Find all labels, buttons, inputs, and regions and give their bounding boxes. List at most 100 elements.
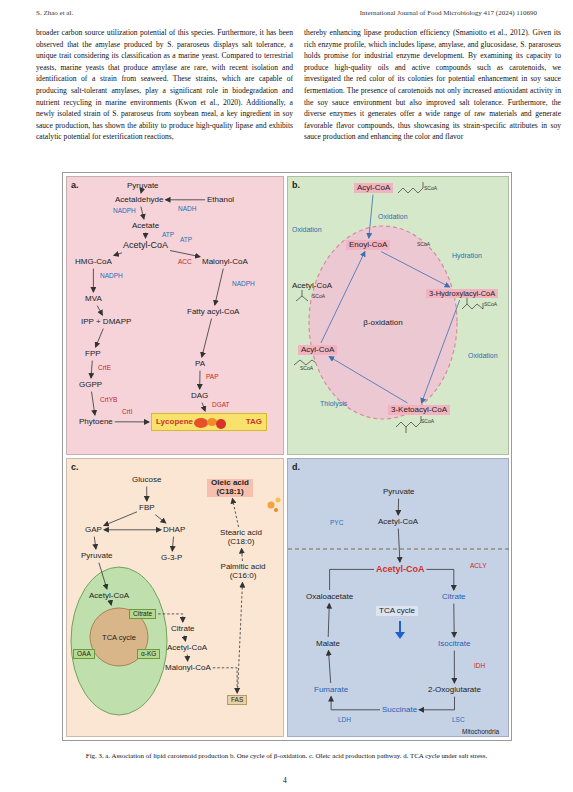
node-text: GAP	[85, 525, 102, 534]
node-text: Acetyl-CoA	[376, 564, 425, 574]
node-text: c.	[71, 462, 79, 473]
node-text: GGPP	[79, 380, 102, 389]
figure-caption: Fig. 3. a. Association of lipid caroteno…	[40, 752, 533, 759]
pathway-arrow	[241, 549, 243, 561]
node-text: Oleic acid (C18:1)	[211, 478, 249, 496]
droplet	[194, 418, 208, 428]
pathway-arrow	[92, 392, 95, 415]
pathway-arrow	[330, 569, 374, 590]
node-text: Pyruvate	[127, 181, 159, 190]
reaction-label: Hydration	[452, 252, 482, 260]
pathway-arrow	[398, 499, 399, 515]
cofactor-label: LDH	[338, 716, 351, 723]
enzyme-box: FAS	[227, 695, 247, 705]
metabolite-label: Acetyl-CoA	[167, 643, 207, 653]
node-text: Citrate	[133, 610, 152, 617]
enzyme-label: PAP	[206, 373, 219, 380]
pathway-arrow	[398, 529, 400, 562]
metabolite-label: HMG-CoA	[75, 257, 112, 267]
pathway-arrow	[381, 252, 449, 287]
pathway-arrow	[172, 537, 173, 551]
metabolite-label: PA	[195, 359, 205, 369]
pathway-arrow	[238, 583, 243, 693]
node-text: FPP	[85, 349, 101, 358]
pathway-arrow	[94, 537, 96, 549]
pathway-arrow	[158, 614, 183, 622]
node-text: β-oxidation	[363, 318, 402, 328]
metabolite-label: MVA	[85, 294, 102, 304]
pathway-arrow	[115, 421, 149, 422]
node-text: Acetate	[132, 221, 159, 230]
node-text: 2-Oxoglutarate	[428, 685, 481, 694]
pathway-arrow	[184, 636, 185, 641]
cycle-ellipse-shape	[309, 226, 457, 419]
body-paragraph: thereby enhancing lipase production effi…	[304, 27, 561, 143]
pathway-arrow	[104, 512, 137, 526]
pathway-arrow	[321, 252, 365, 343]
node-text: b.	[292, 180, 300, 191]
metabolite-label: FBP	[139, 503, 155, 513]
node-text: HMG-CoA	[75, 257, 112, 266]
pathway-arrow	[170, 251, 200, 257]
pathway-arrow	[97, 306, 102, 315]
node-text: Acetyl-CoA	[123, 240, 168, 250]
metabolite-label: Phytoene	[79, 417, 113, 427]
panel: c.GlucoseFBPGAPDHAPPyruvateG-3-POleic ac…	[66, 458, 284, 737]
metabolite-box: Enoyl-CoA	[346, 240, 390, 250]
node-text: DAG	[191, 391, 208, 400]
metabolite-label: Isocitrate	[438, 639, 470, 649]
pathway-arrow	[215, 269, 224, 305]
cofactor-label: NADH	[178, 205, 196, 212]
metabolite-box: Citrate	[129, 609, 156, 619]
metabolite-box: α-KG	[137, 649, 160, 659]
pathway-arrow	[453, 604, 454, 637]
cycle-ellipse: β-oxidation	[308, 225, 458, 420]
metabolite-label: Fatty acyl-CoA	[187, 307, 239, 317]
metabolite-label: Pyruvate	[127, 181, 159, 191]
cofactor-label: LSC	[452, 716, 465, 723]
node-text: G-3-P	[161, 553, 182, 562]
node-text: Fatty acyl-CoA	[187, 307, 239, 316]
metabolite-label: Citrate	[442, 592, 466, 602]
node-text: Stearic acid (C18:0)	[220, 528, 262, 546]
node-text: PA	[195, 359, 205, 368]
pathway-arrow	[199, 371, 200, 389]
metabolite-label: Pyruvate	[383, 487, 415, 497]
pathway-arrow	[427, 569, 454, 590]
metabolite-label: Pyruvate	[81, 551, 113, 561]
metabolite-label: Acetyl-CoA	[123, 240, 168, 251]
node-text: Acetyl-CoA	[167, 643, 207, 652]
pathway-arrow	[331, 697, 380, 710]
oil-droplet	[276, 498, 281, 503]
node-text: OAA	[77, 650, 91, 657]
metabolite-label: Stearic acid (C18:0)	[215, 529, 267, 547]
cofactor-label: NADPH	[232, 280, 255, 287]
metabolite-box: OAA	[73, 649, 95, 659]
metabolite-label: Succinate	[382, 705, 417, 715]
node-text: FAS	[231, 696, 243, 703]
running-head: International Journal of Food Microbiolo…	[237, 9, 537, 17]
enzyme-label: CrtI	[122, 408, 132, 415]
enzyme-label: CrtE	[98, 364, 111, 371]
pathway-arrow	[114, 253, 122, 256]
pathway-arrow	[146, 487, 147, 501]
pathway-arrow	[422, 300, 460, 403]
pathway-arrow	[110, 603, 112, 605]
metabolite-label: Ethanol	[207, 195, 234, 205]
node-text: Glucose	[132, 475, 161, 484]
skeletal-formulas	[294, 182, 483, 433]
metabolite-label: Malonyl-CoA	[202, 257, 248, 267]
group-label: SCoA	[417, 242, 430, 248]
metabolite-label: 2-Oxoglutarate	[428, 685, 481, 695]
node-text: Fumarate	[314, 685, 348, 694]
node-text: Phytoene	[79, 417, 113, 426]
node-text: d.	[292, 462, 300, 473]
pathway-arrow	[329, 357, 407, 403]
node-text: Acetyl-CoA	[89, 591, 129, 600]
node-text: TAG	[246, 417, 262, 427]
metabolite-box: Acyl-CoA	[354, 183, 393, 193]
node-text: Citrate	[442, 592, 466, 601]
node-text: 3-Hydroxylacyl-CoA	[429, 289, 495, 298]
pathway-arrow	[96, 329, 104, 347]
metabolite-label: Acetaldehyde	[115, 195, 163, 205]
